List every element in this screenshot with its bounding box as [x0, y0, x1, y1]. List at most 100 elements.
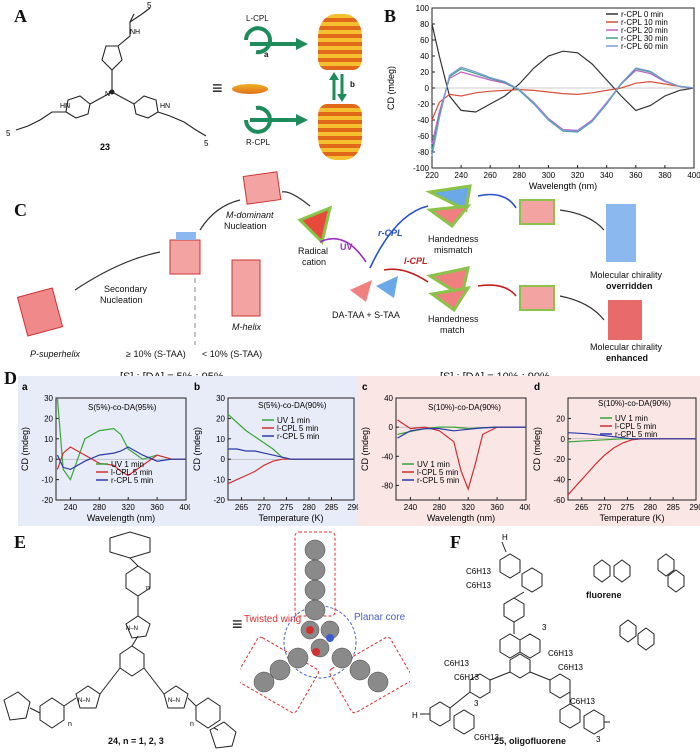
- subpanel-label: b: [194, 382, 200, 393]
- p-superhelix-stack: [16, 287, 64, 337]
- x-axis-label: Wavelength (nm): [529, 181, 597, 191]
- x-tick-label: 400: [519, 503, 530, 512]
- y-tick-label: 30: [216, 394, 225, 403]
- radical-cation: [297, 205, 333, 245]
- x-axis-label: Temperature (K): [258, 513, 323, 523]
- label-mol-enh-2: enhanced: [606, 353, 649, 363]
- x-tick-label: 275: [621, 503, 635, 512]
- equilibrium-arrows: [329, 72, 347, 102]
- y-tick-label: -40: [381, 452, 393, 461]
- x-tick-label: 260: [484, 171, 498, 180]
- enhanced-helix: [608, 300, 642, 340]
- label-uv: UV: [340, 242, 353, 252]
- label-mol-over-1: Molecular chirality: [590, 270, 663, 280]
- mismatch-pair: [425, 184, 472, 229]
- x-axis-label: Wavelength (nm): [427, 513, 495, 523]
- svg-text:H: H: [502, 533, 508, 542]
- step-b-label: b: [350, 80, 355, 89]
- legend-entry: r-CPL 5 min: [615, 430, 657, 439]
- y-tick-label: -20: [213, 496, 225, 505]
- overridden-helix: [606, 204, 636, 262]
- svg-text:N–N: N–N: [126, 626, 138, 632]
- y-tick-label: 30: [44, 394, 53, 403]
- equivalence-sign: ≡: [212, 78, 223, 98]
- y-axis-label: CD (mdeg): [360, 427, 370, 471]
- y-axis-label: CD (mdeg): [532, 427, 542, 471]
- svg-text:N–N: N–N: [78, 698, 90, 704]
- label-radical: Radical: [298, 246, 329, 256]
- label-nucleation: Nucleation: [224, 221, 267, 231]
- chart-title: S(5%)-co-DA(90%): [258, 401, 327, 410]
- c6-label-4: C6H13: [548, 649, 573, 658]
- x-tick-label: 240: [454, 171, 468, 180]
- series-line: [397, 419, 526, 491]
- x-tick-label: 280: [513, 171, 527, 180]
- panel-label-e: E: [14, 532, 27, 552]
- y-tick-label: -10: [213, 476, 225, 485]
- label-mol-enh-1: Molecular chirality: [590, 342, 663, 352]
- compound-24-label: 24, n = 1, 2, 3: [108, 736, 164, 746]
- svg-text:HN: HN: [160, 103, 170, 110]
- label-mix: DA-TAA + S-TAA: [332, 310, 400, 320]
- n-sub-top: n: [146, 585, 150, 592]
- label-ge10: ≥ 10% (S-TAA): [126, 349, 186, 359]
- x-tick-label: 320: [122, 503, 136, 512]
- y-tick-label: 20: [420, 68, 429, 77]
- legend-entry: r-CPL 0 min: [621, 10, 663, 19]
- sub5-left: 5: [6, 129, 11, 138]
- legend-entry: UV 1 min: [111, 460, 144, 469]
- plot-frame: [55, 397, 187, 501]
- legend-entry: l-CPL 5 min: [615, 422, 657, 431]
- series-line: [56, 446, 186, 477]
- equivalence-sign-e: ≡: [232, 614, 243, 634]
- c6-label-7: C6H13: [558, 663, 583, 672]
- x-tick-label: 275: [280, 503, 294, 512]
- sub3-right: 3: [596, 735, 601, 744]
- x-tick-label: 400: [687, 171, 700, 180]
- x-tick-label: 280: [433, 503, 447, 512]
- legend-entry: r-CPL 30 min: [621, 34, 668, 43]
- legend-entry: r-CPL 5 min: [417, 476, 459, 485]
- legend-entry: l-CPL 5 min: [417, 468, 459, 477]
- cpl-arrows: [244, 26, 308, 134]
- legend-entry: r-CPL 5 min: [111, 476, 153, 485]
- svg-text:NH: NH: [130, 29, 140, 36]
- y-tick-label: 40: [384, 394, 393, 403]
- chart-d-d: 265270275280285290-60-40-20020Temperatur…: [530, 376, 700, 526]
- series-line: [431, 68, 695, 151]
- panel-label-a: A: [14, 6, 27, 26]
- y-tick-label: 40: [420, 52, 429, 61]
- x-tick-label: 340: [600, 171, 614, 180]
- compound-25-structure: H H 3 3 3 C6H13 C6H13 C6H13 C6H13 C6H13 …: [412, 533, 610, 744]
- series-line: [228, 448, 354, 460]
- sub5-top: 5: [147, 1, 152, 10]
- series-line: [567, 432, 696, 440]
- svg-text:H: H: [412, 711, 418, 720]
- y-axis-label: CD (mdeg): [192, 427, 202, 471]
- label-m-helix: M-helix: [232, 322, 262, 332]
- c6-label-6: C6H13: [454, 673, 479, 682]
- label-mol-over-2: overridden: [606, 281, 653, 291]
- x-tick-label: 280: [644, 503, 658, 512]
- x-tick-label: 320: [462, 503, 476, 512]
- planar-core-label: Planar core: [354, 612, 406, 623]
- compound-25-label: 25, oligofluorene: [494, 736, 567, 746]
- legend-entry: UV 1 min: [417, 460, 450, 469]
- label-p-superhelix: P-superhelix: [30, 349, 81, 359]
- plot-frame: [227, 397, 355, 501]
- m-helix-stack: [231, 259, 261, 317]
- y-tick-label: 10: [216, 435, 225, 444]
- y-tick-label: 20: [556, 414, 565, 423]
- label-match-1: Handedness: [428, 314, 479, 324]
- y-tick-label: 80: [420, 20, 429, 29]
- step-a-label: a: [264, 50, 269, 59]
- x-tick-label: 265: [235, 503, 249, 512]
- compound-23-label: 23: [100, 142, 110, 152]
- series-line: [431, 80, 695, 121]
- x-tick-label: 240: [64, 503, 78, 512]
- y-tick-label: 0: [425, 84, 430, 93]
